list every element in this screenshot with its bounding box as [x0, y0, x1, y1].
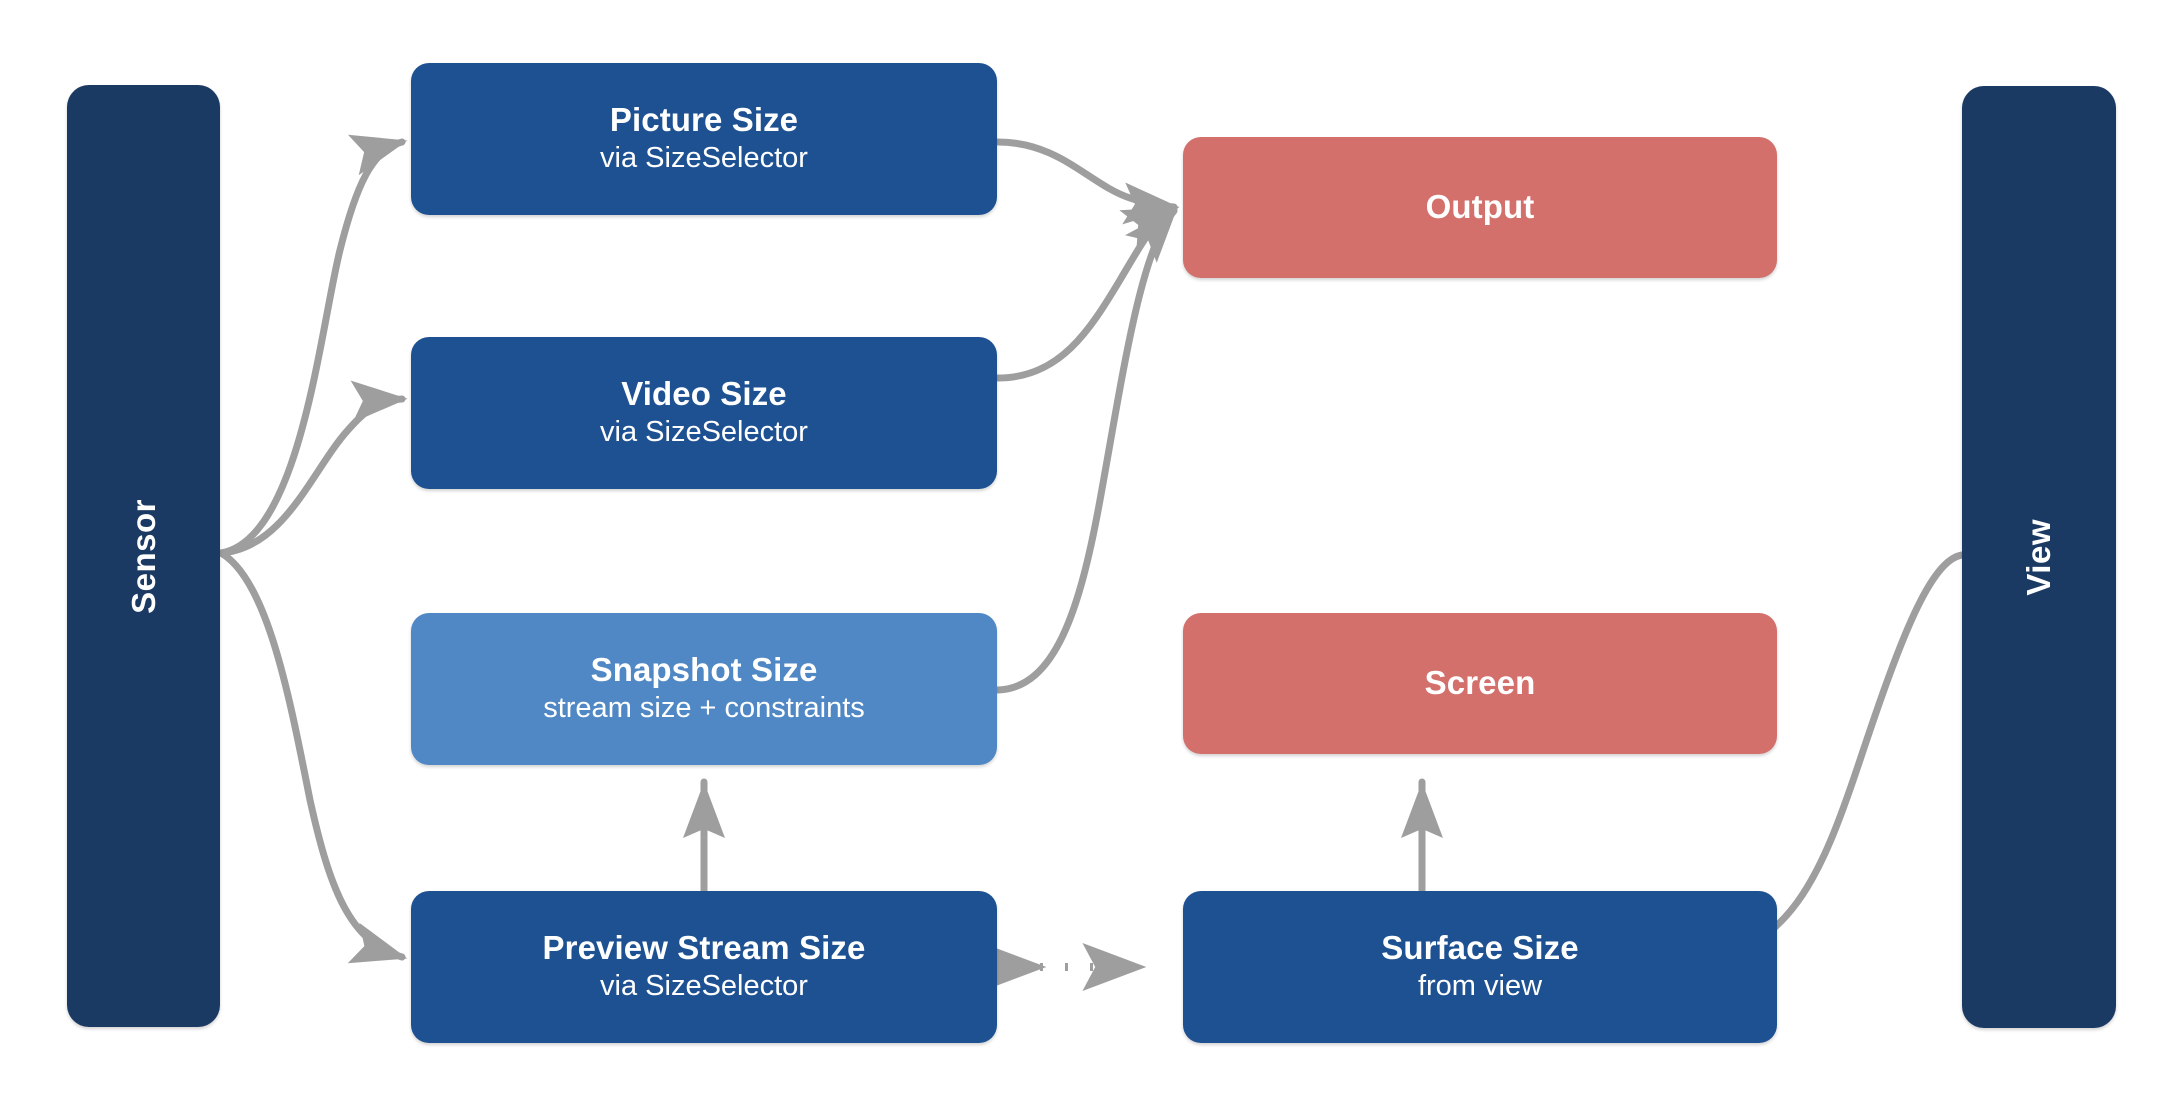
node-picture-size-subtitle: via SizeSelector: [600, 142, 808, 175]
node-surface-size[interactable]: Surface Size from view: [1183, 891, 1777, 1043]
edge-picture-size-to-output: [994, 138, 1180, 225]
edge-sensor-to-preview-stream-size: [217, 549, 408, 964]
node-video-size[interactable]: Video Size via SizeSelector: [411, 337, 997, 489]
node-video-size-subtitle: via SizeSelector: [600, 416, 808, 449]
edge-snapshot-size-to-output: [994, 206, 1178, 694]
node-preview-stream-size[interactable]: Preview Stream Size via SizeSelector: [411, 891, 997, 1043]
node-picture-size-title: Picture Size: [609, 101, 799, 139]
node-preview-stream-size-title: Preview Stream Size: [542, 929, 866, 967]
lane-view[interactable]: View: [1962, 86, 2116, 1028]
node-snapshot-size[interactable]: Snapshot Size stream size + constraints: [411, 613, 997, 765]
node-surface-size-subtitle: from view: [1417, 970, 1543, 1003]
edge-sensor-to-picture-size: [217, 134, 408, 557]
node-preview-stream-size-subtitle: via SizeSelector: [600, 970, 808, 1003]
node-output-title: Output: [1425, 188, 1535, 226]
edge-sensor-to-video-size: [217, 380, 408, 557]
node-screen[interactable]: Screen: [1183, 613, 1777, 754]
node-screen-title: Screen: [1424, 664, 1536, 702]
node-output[interactable]: Output: [1183, 137, 1777, 278]
edge-video-size-to-output: [994, 205, 1180, 382]
node-snapshot-size-title: Snapshot Size: [590, 651, 818, 689]
lane-sensor-label: Sensor: [124, 498, 162, 614]
lane-sensor[interactable]: Sensor: [67, 85, 220, 1027]
node-picture-size[interactable]: Picture Size via SizeSelector: [411, 63, 997, 215]
lane-view-label: View: [2020, 518, 2057, 596]
node-surface-size-title: Surface Size: [1381, 929, 1579, 967]
node-video-size-title: Video Size: [621, 375, 787, 413]
node-snapshot-size-subtitle: stream size + constraints: [543, 692, 865, 725]
